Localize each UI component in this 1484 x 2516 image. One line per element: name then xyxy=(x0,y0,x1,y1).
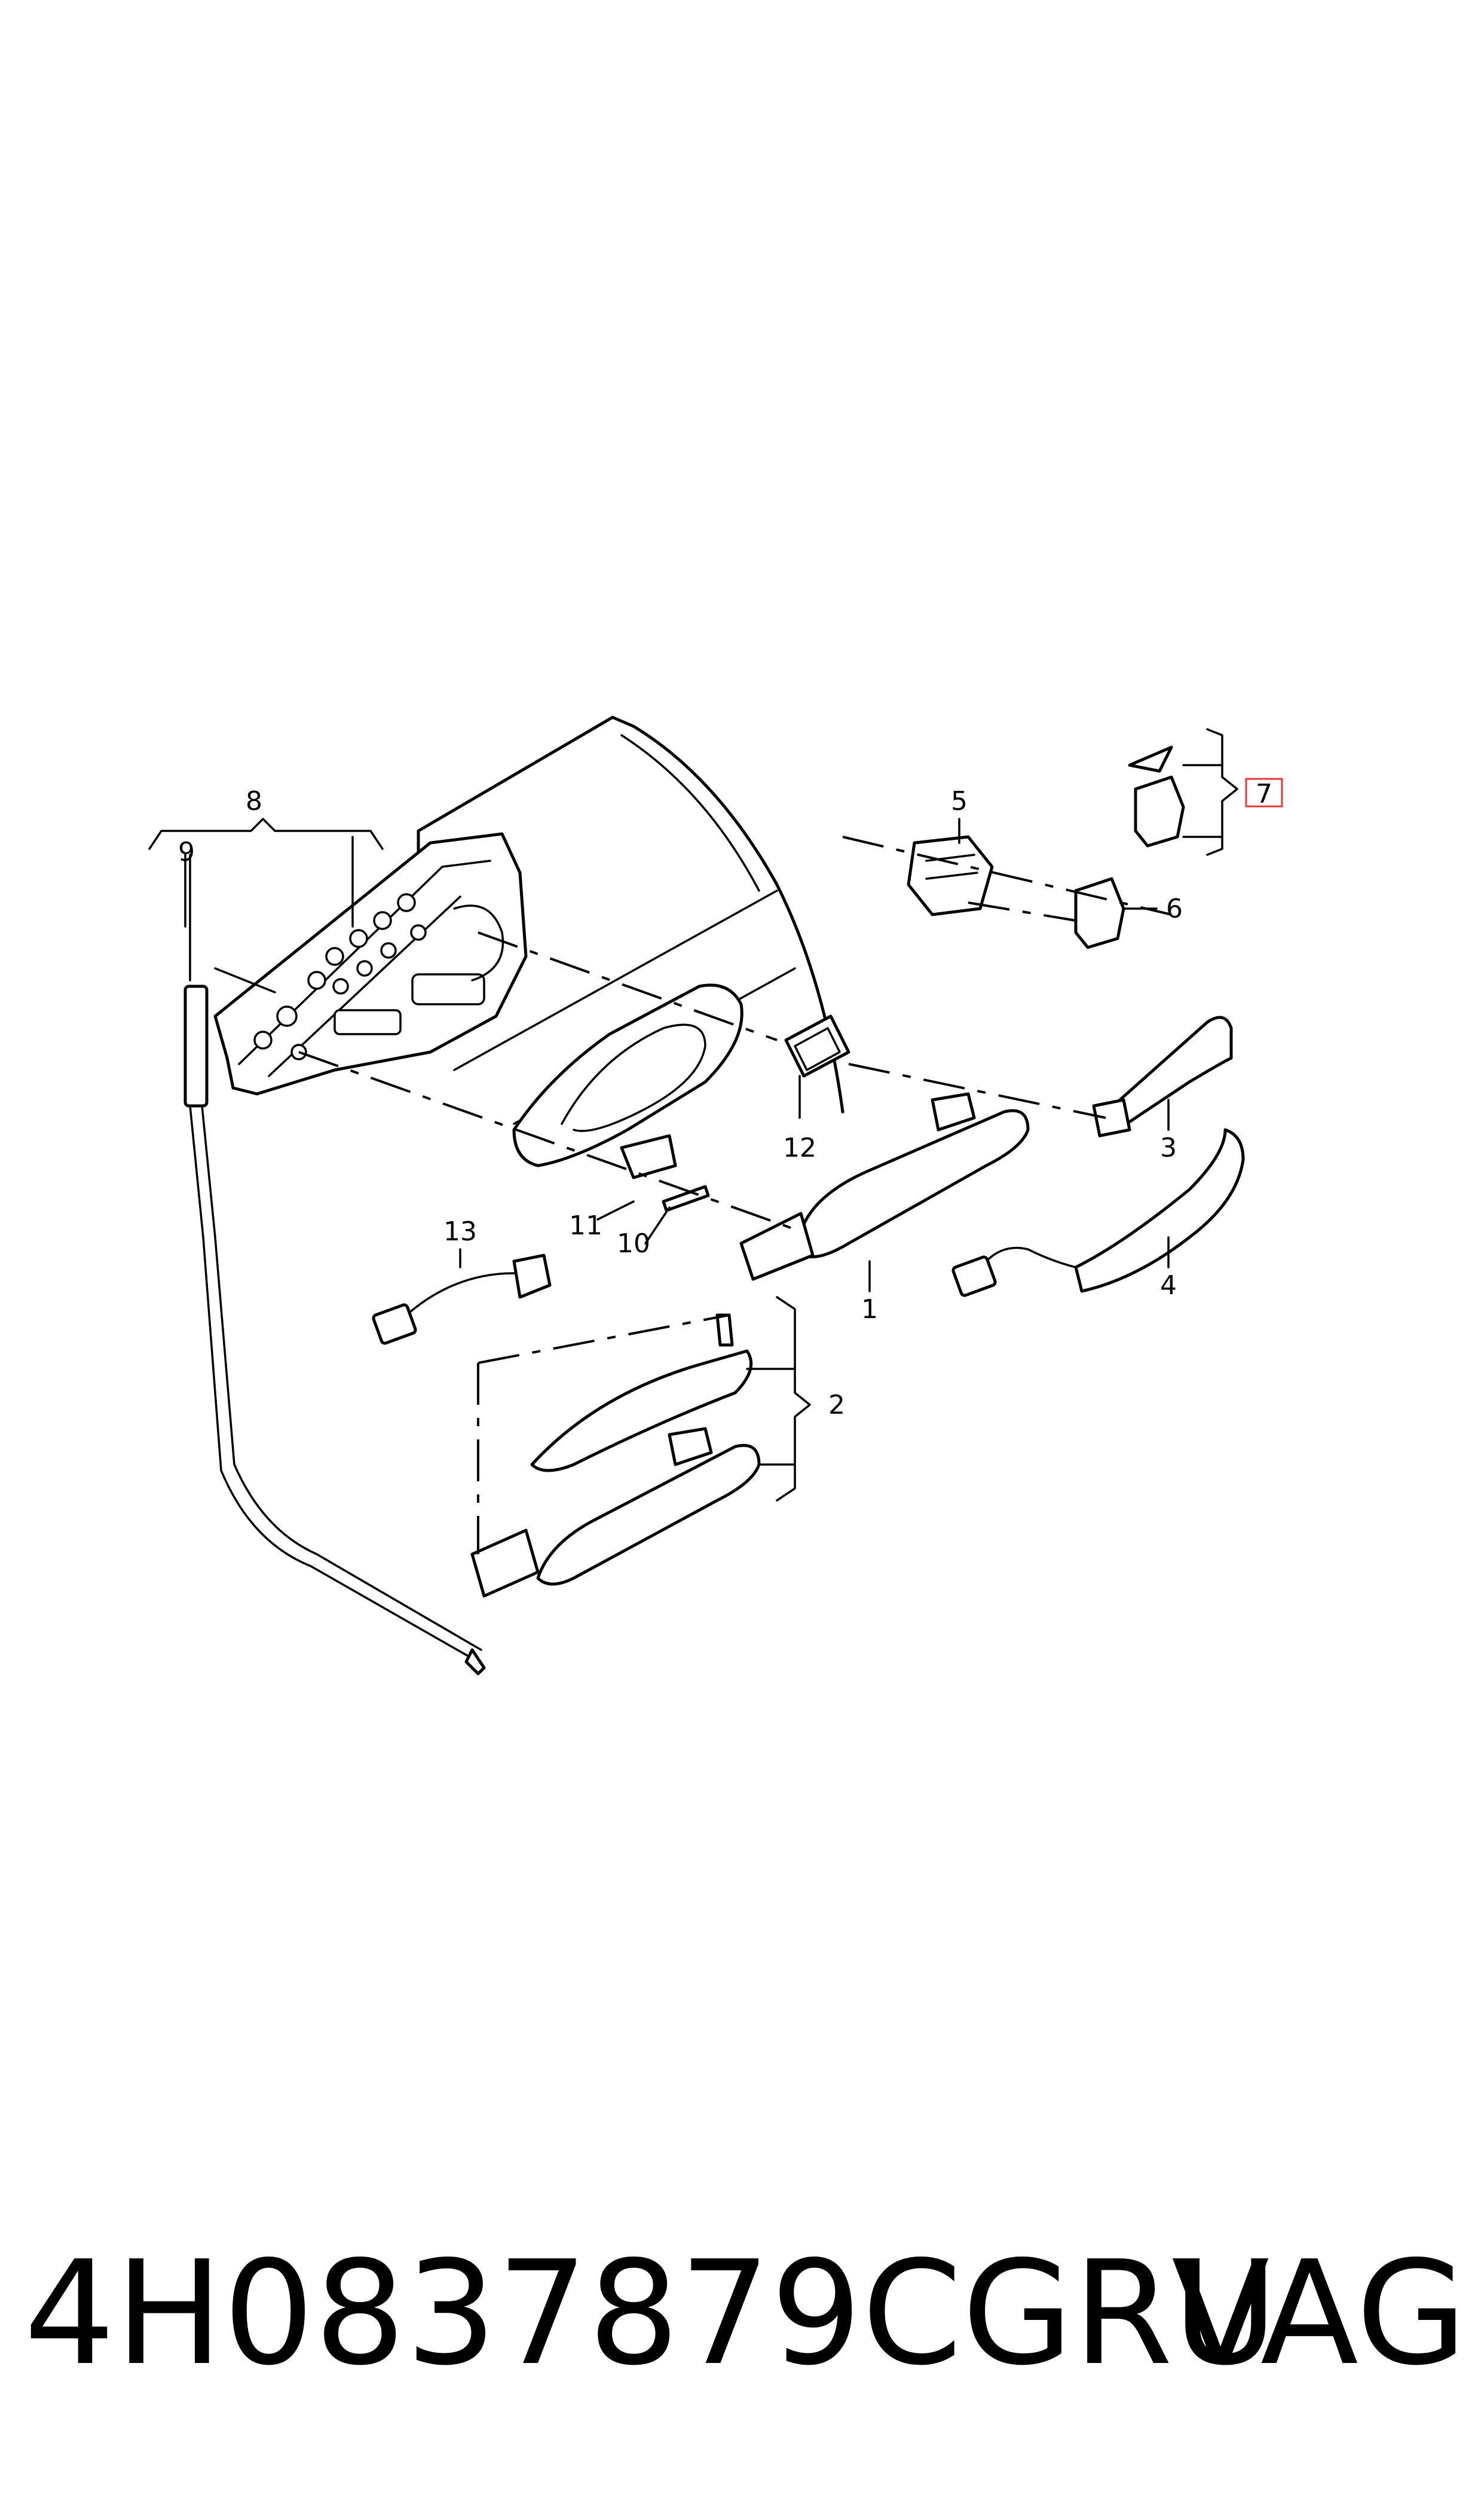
callout-5: 5 xyxy=(951,786,968,817)
handle-carrier-bracket xyxy=(213,832,528,1096)
lock-cylinder-housing xyxy=(907,835,994,916)
callout-11: 11 xyxy=(569,1210,602,1241)
brand-name: VAG xyxy=(1171,2230,1467,2397)
seal xyxy=(784,1014,850,1078)
release-cable xyxy=(183,985,486,1676)
trim-cover xyxy=(512,983,743,1179)
part-number: 4H0837879CGRU xyxy=(24,2230,1278,2397)
footer: 4H0837879CGRU VAG xyxy=(24,2230,1467,2397)
sensor-handle xyxy=(951,1128,1245,1297)
callout-3: 3 xyxy=(1160,1133,1177,1163)
sensor-cable xyxy=(372,1254,552,1345)
handle-assembly xyxy=(470,1313,761,1598)
handle-cover xyxy=(1092,1016,1233,1138)
callout-7: 7 xyxy=(1256,779,1272,809)
callout-6: 6 xyxy=(1166,894,1183,924)
end-cap-6 xyxy=(1074,877,1125,949)
alignment-lines xyxy=(298,836,1172,1554)
callout-2: 2 xyxy=(828,1390,845,1420)
callout-9: 9 xyxy=(178,837,195,867)
leader-lines xyxy=(148,728,1238,1502)
callout-8: 8 xyxy=(246,786,262,817)
callout-12: 12 xyxy=(783,1133,816,1163)
callout-4: 4 xyxy=(1160,1270,1177,1301)
callout-10: 10 xyxy=(617,1228,650,1259)
end-cap-7 xyxy=(1128,745,1185,848)
outer-handle xyxy=(739,1092,1030,1281)
callout-1: 1 xyxy=(861,1294,878,1325)
highlight-box xyxy=(1245,778,1283,808)
callout-13: 13 xyxy=(443,1216,477,1247)
